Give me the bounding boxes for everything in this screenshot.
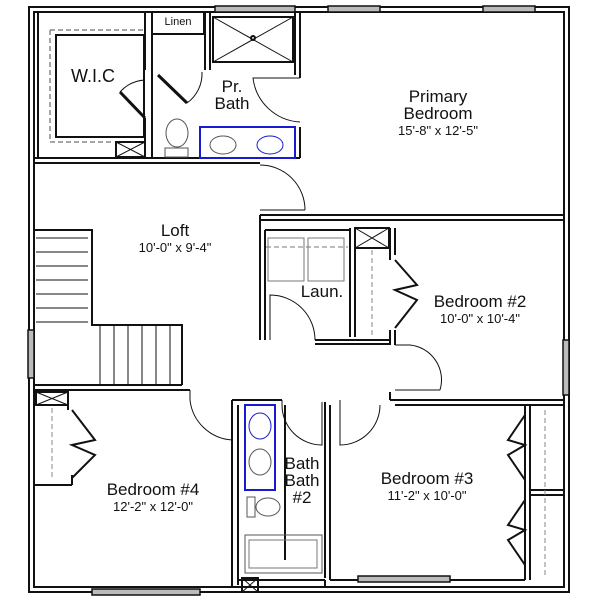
bedroom-4-name: Bedroom #4: [106, 480, 200, 499]
primary-bedroom-dims: 15'-8" x 12'-5": [398, 123, 478, 138]
bath-2-line2: Bath: [284, 471, 320, 490]
window: [214, 5, 296, 13]
bath-2-line3: #2: [292, 488, 312, 507]
room-label-linen: Linen: [164, 16, 192, 28]
room-label-laundry: Laun.: [300, 282, 344, 301]
room-label-loft: Loft 10'-0" x 9'-4": [139, 222, 212, 254]
bedroom-3-dims: 11'-2" x 10'-0": [387, 488, 467, 503]
loft-name: Loft: [160, 221, 190, 240]
loft-dims: 10'-0" x 9'-4": [138, 240, 212, 255]
window: [91, 588, 201, 596]
bath-2-line1: Bath: [284, 454, 320, 473]
primary-bath-line2: Bath: [214, 94, 250, 113]
room-label-wic: W.I.C: [71, 66, 115, 86]
primary-bath-line1: Pr.: [221, 77, 243, 96]
bedroom-2-name: Bedroom #2: [433, 292, 527, 311]
window: [562, 339, 570, 396]
bedroom-3-name: Bedroom #3: [380, 469, 474, 488]
bedroom-4-dims: 12'-2" x 12'-0": [113, 499, 193, 514]
window: [482, 5, 536, 13]
outer-wall: [28, 6, 570, 593]
bedroom-2-dims: 10'-0" x 10'-4": [440, 311, 520, 326]
window: [27, 329, 35, 379]
room-label-bath-2: Bath Bath #2: [285, 455, 320, 506]
window: [327, 5, 381, 13]
room-label-bedroom-3: Bedroom #3 11'-2" x 10'-0": [381, 470, 474, 502]
room-label-primary-bedroom: Primary Bedroom 15'-8" x 12'-5": [398, 88, 478, 137]
room-label-bedroom-2: Bedroom #2 10'-0" x 10'-4": [434, 293, 527, 325]
room-label-primary-bath: Pr. Bath: [215, 78, 250, 112]
primary-bedroom-line1: Primary: [408, 87, 468, 106]
room-label-bedroom-4: Bedroom #4 12'-2" x 12'-0": [107, 481, 200, 513]
primary-bedroom-line2: Bedroom: [403, 104, 473, 123]
window: [357, 575, 451, 583]
